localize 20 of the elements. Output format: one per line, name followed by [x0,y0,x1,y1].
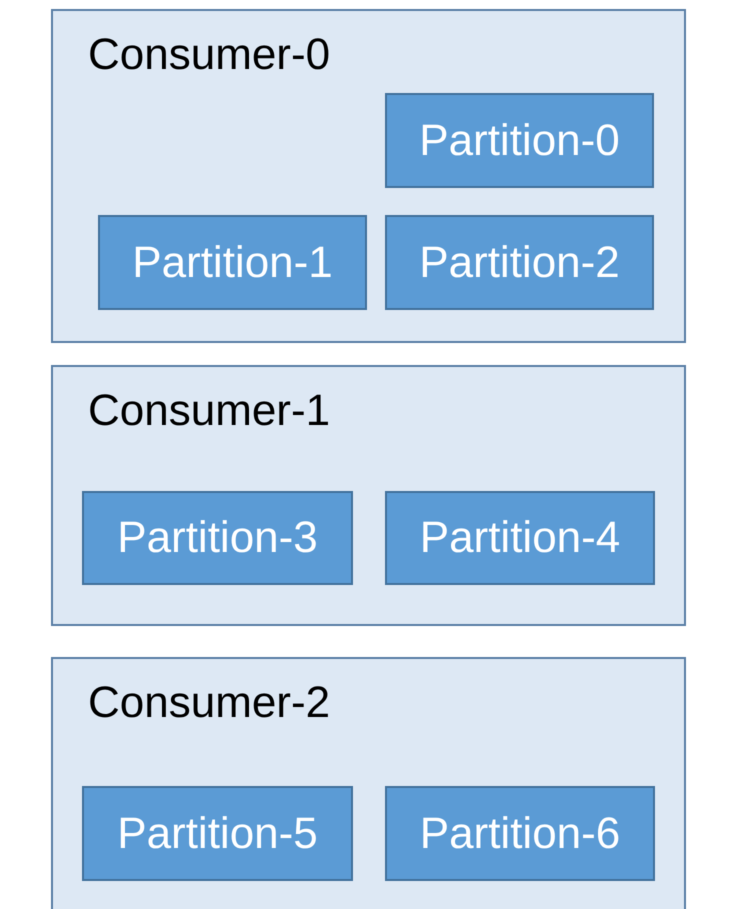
partition-label: Partition-5 [117,812,318,856]
consumer-label: Consumer-0 [88,33,330,77]
partition-label: Partition-2 [419,240,620,284]
consumer-label: Consumer-2 [88,681,330,725]
partition-box [385,786,655,881]
partition-box [385,215,654,310]
consumer-label: Consumer-1 [88,389,330,433]
partition-label: Partition-0 [419,118,620,162]
partition-box [82,786,353,881]
consumer-group-box [51,365,686,626]
partition-label: Partition-6 [420,812,620,856]
partition-label: Partition-1 [132,240,333,284]
partition-box [385,491,655,585]
partition-label: Partition-4 [420,516,620,560]
partition-label: Partition-3 [117,516,318,560]
partition-box [385,93,654,188]
consumer-group-box [51,657,686,909]
partition-box [82,491,353,585]
partition-box [98,215,367,310]
consumer-group-box [51,9,686,343]
